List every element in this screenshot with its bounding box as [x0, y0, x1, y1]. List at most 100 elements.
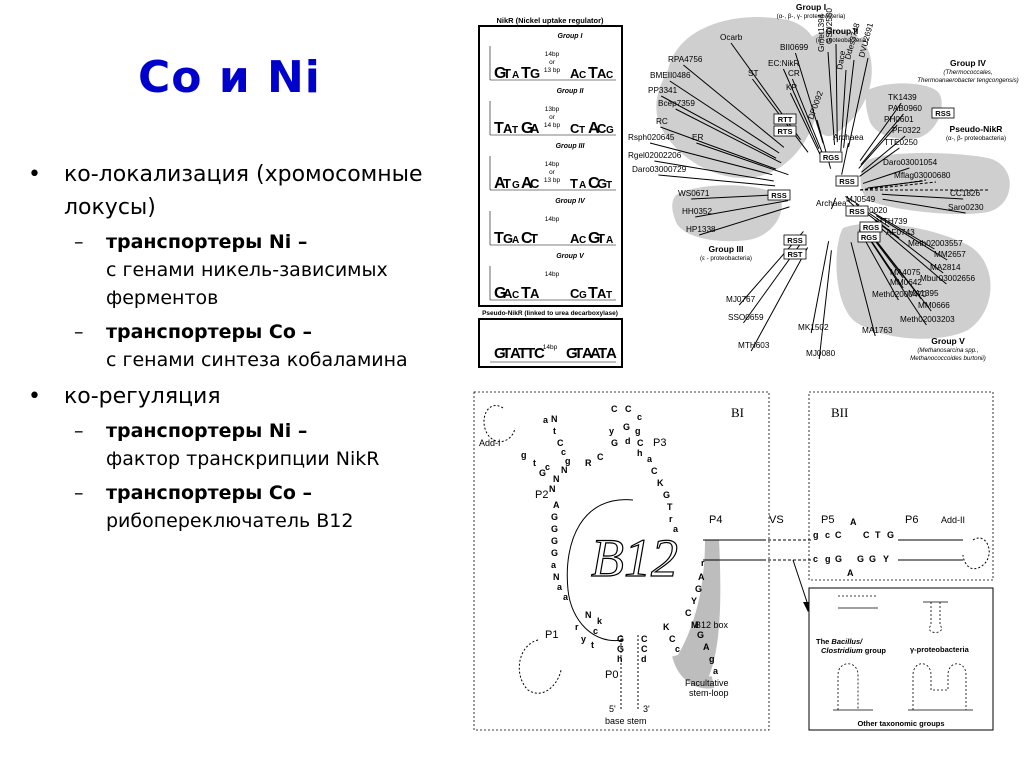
logo-letter: T: [518, 345, 527, 362]
logo-letter: G: [503, 231, 513, 246]
nucleotide: a: [647, 454, 653, 464]
nucleotide: c: [593, 626, 598, 636]
motif-box: [819, 151, 843, 163]
logo-letter: A: [494, 175, 506, 192]
facultative-label-line2: stem-loop: [689, 688, 729, 698]
stem-label-vs: VS: [769, 514, 784, 526]
logo-group-label: Group V: [556, 253, 585, 260]
nucleotide: A: [553, 500, 560, 510]
logo-letter: T: [574, 345, 583, 362]
nucleotide: g: [565, 456, 571, 466]
tree-leaf-label: MJ0767: [726, 295, 756, 304]
nucleotide: g: [813, 530, 819, 540]
tree-leaf-label: ER: [692, 133, 703, 142]
logo-letter: A: [590, 345, 601, 362]
bullet-list: ко-локализация (хромосомные локусы) тран…: [28, 158, 458, 541]
tree-leaf-label: BII0699: [780, 43, 809, 52]
stem-label-p6: P6: [905, 514, 918, 526]
logo-letter: G: [494, 285, 506, 302]
nucleotide: M: [691, 620, 699, 630]
logo-letter: G: [606, 125, 614, 136]
tree-group-label: (α-, β- proteobacteria): [946, 135, 1006, 142]
tree-leaf-label: Meth02003557: [908, 239, 963, 248]
nucleotide: T: [875, 530, 881, 540]
logo-letter: G: [579, 290, 587, 301]
motif-box-label: RSS: [849, 207, 864, 216]
logo-letter: T: [588, 285, 598, 302]
nucleotide: G: [551, 524, 558, 534]
tree-group-label: (Methanosarcina spp.,: [917, 347, 978, 354]
motif-box-label: RSS: [839, 177, 854, 186]
tree-leaf-label: ST: [748, 69, 758, 78]
nucleotide: N: [553, 572, 560, 582]
nucleotide: r: [575, 622, 579, 632]
nucleotide: G: [551, 548, 558, 558]
nucleotide: g: [521, 450, 527, 460]
logo-letter: T: [521, 285, 531, 302]
logo-letter: T: [502, 345, 511, 362]
logo-letter: G: [597, 176, 607, 191]
nucleotide: A: [698, 572, 705, 582]
logo-letter: C: [570, 121, 580, 136]
logo-spacer-label: 14bp: [543, 344, 558, 351]
motif-box: [845, 205, 869, 217]
motif-box: [773, 125, 797, 137]
base-stem-label: base stem: [605, 716, 647, 726]
tree-leaf-label: Archaea: [816, 199, 847, 208]
sub-bullet-co-regulation: транспортеры Co – рибопереключатель B12: [28, 479, 458, 535]
tree-leaf-label: Rgel02002206: [628, 151, 682, 160]
nucleotide: y: [581, 634, 586, 644]
nucleotide: C: [651, 466, 658, 476]
nucleotide: N: [549, 484, 556, 494]
nucleotide: T: [667, 502, 673, 512]
logo-letter: T: [588, 65, 598, 82]
sub-bullet-ni-colocalization: транспортеры Ni – с генами никель-зависи…: [28, 228, 458, 312]
tree-leaf-label: CR: [788, 69, 800, 78]
nucleotide: C: [637, 438, 644, 448]
tree-leaf-label: PH0601: [884, 115, 914, 124]
tree-leaf-label: HH0352: [682, 207, 712, 216]
nucleotide: Y: [691, 596, 697, 606]
nucleotide: c: [545, 462, 550, 472]
nucleotide: G: [887, 530, 894, 540]
motif-box: [783, 248, 807, 260]
tree-leaf-label: Bcep7359: [658, 99, 695, 108]
nucleotide: N: [551, 414, 558, 424]
tree-leaf-label: TK1439: [888, 93, 917, 102]
tree-leaf-label: PP3341: [648, 86, 678, 95]
logo-letter: A: [570, 66, 580, 81]
nucleotide: C: [597, 452, 604, 462]
logo-letter: A: [530, 286, 540, 301]
logo-letter: A: [582, 345, 593, 362]
inset-group1-label-line2: Clostridium group: [821, 646, 886, 655]
pseudo-shade: [860, 153, 1010, 215]
logo-letter: A: [530, 121, 540, 136]
nucleotide: C: [685, 608, 692, 618]
logo-spacer-label: 13 bp: [544, 67, 561, 74]
tree-leaf-label: CC1826: [950, 189, 980, 198]
sub-bullet-co-colocalization: транспортеры Co – с генами синтеза кобал…: [28, 318, 458, 374]
motif-box: [767, 189, 791, 201]
tree-leaf-label: AF0743: [886, 228, 915, 237]
nucleotide: a: [673, 524, 679, 534]
logo-letter: A: [606, 235, 613, 246]
stem-label-p2: P2: [535, 489, 548, 501]
nucleotide: r: [701, 558, 705, 568]
logo-letter: T: [503, 66, 511, 81]
nucleotide: h: [617, 654, 623, 664]
tree-group-label: (α-, β-, γ- proteobacteria): [777, 13, 846, 20]
nucleotide: R: [585, 458, 592, 468]
tree-group-label: (ε - proteobacteria): [700, 255, 752, 262]
nucleotide: g: [635, 426, 641, 436]
tree-group-label: Methanococcoides burtonii): [910, 355, 986, 362]
logo-letter: C: [588, 175, 600, 192]
tree-leaf-label: Daro03000729: [632, 165, 687, 174]
nucleotide: g: [709, 654, 715, 664]
logo-letter: C: [530, 176, 540, 191]
logo-letter: G: [588, 230, 600, 247]
logo-letter: T: [530, 231, 538, 246]
inset-structures: [833, 595, 973, 711]
nucleotide: t: [533, 458, 536, 468]
nucleotide: a: [557, 582, 563, 592]
nucleotide: g: [825, 554, 831, 564]
